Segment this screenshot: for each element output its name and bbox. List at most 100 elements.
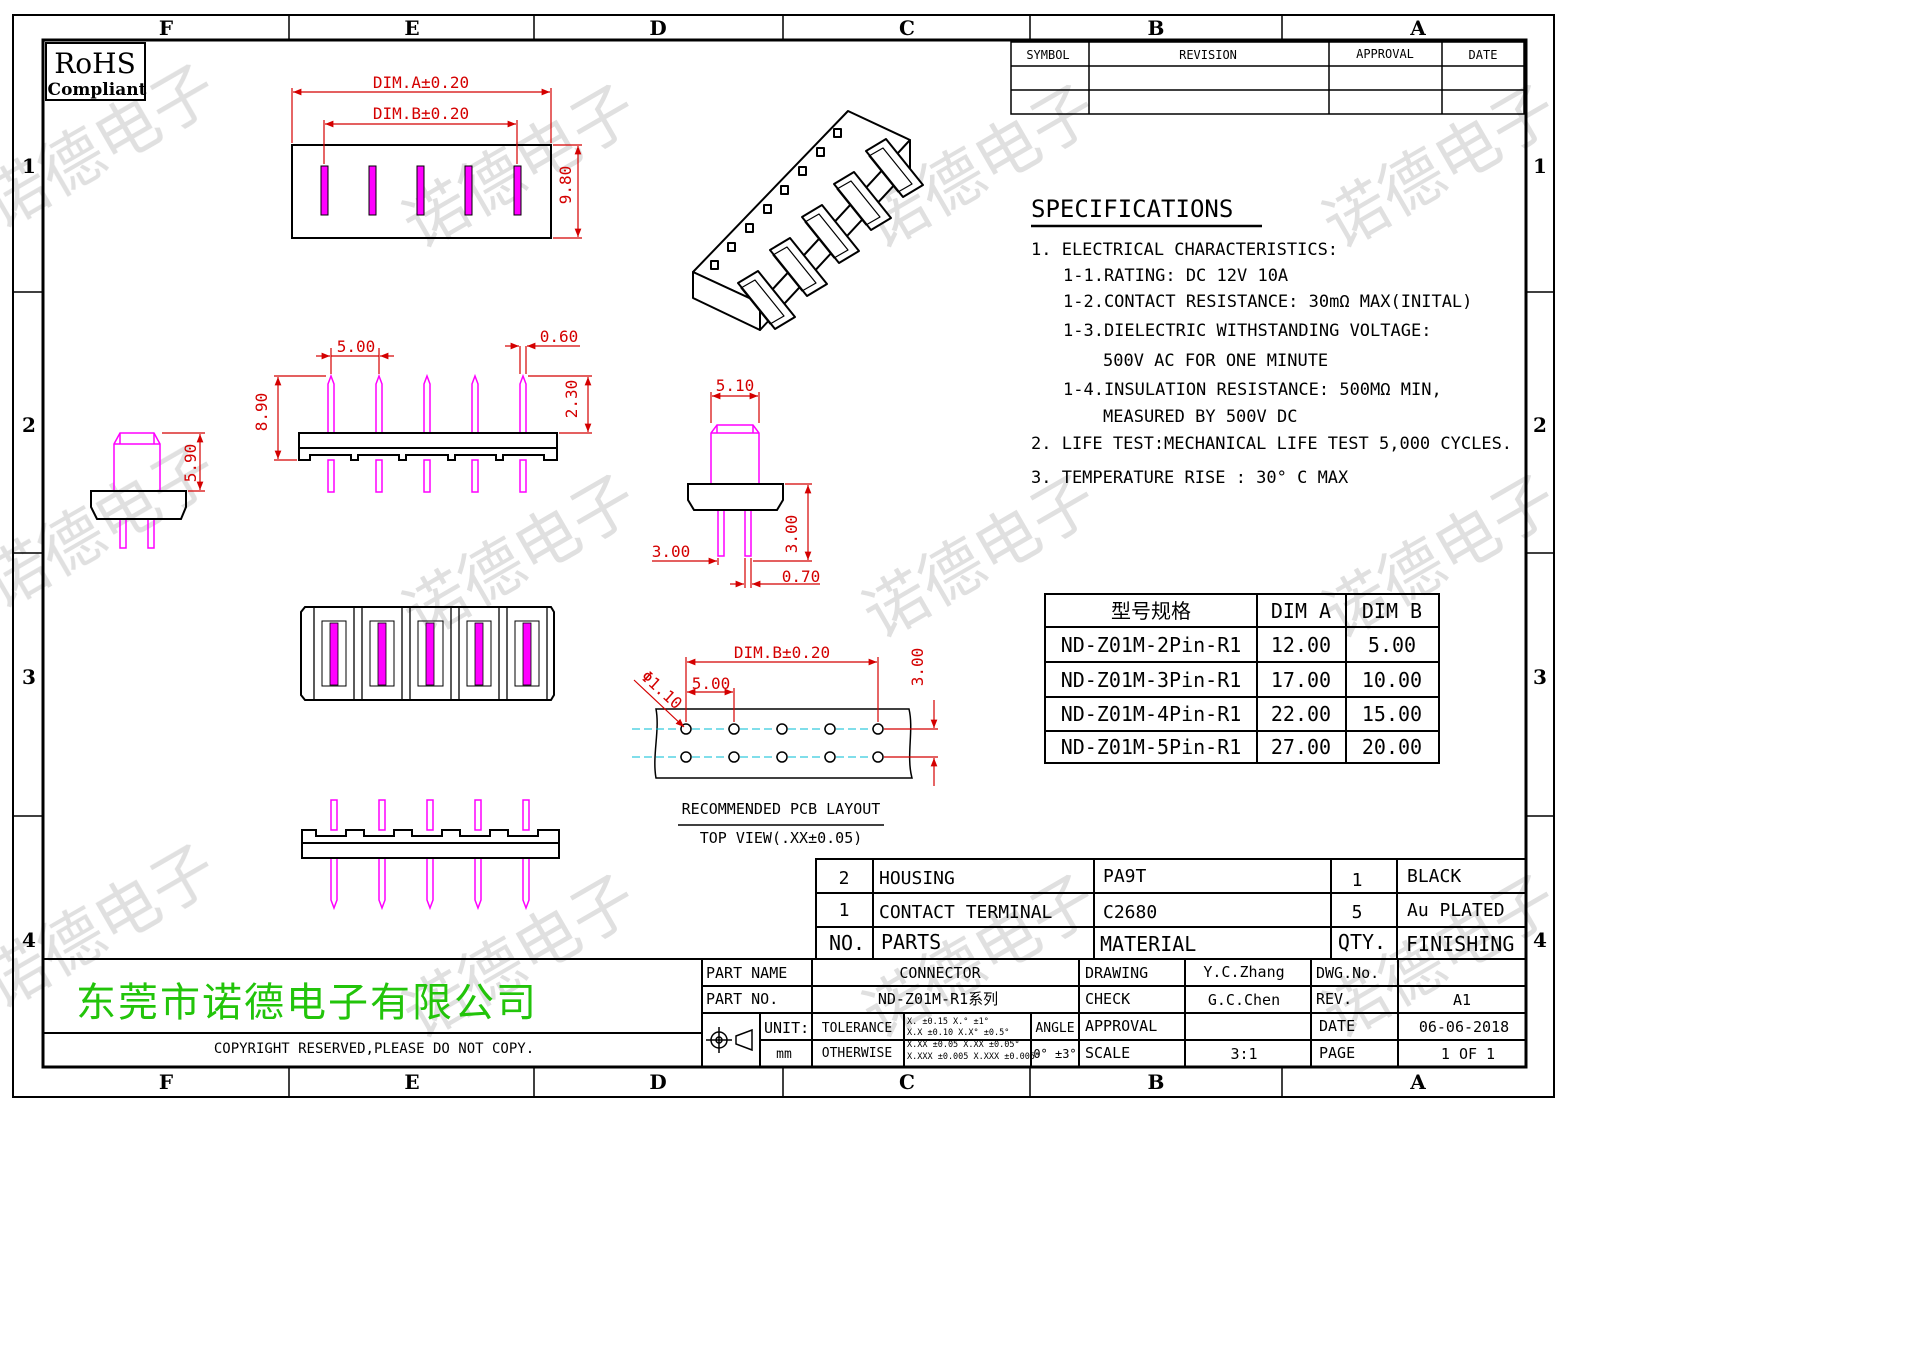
check-by: G.C.Chen — [1208, 991, 1280, 1009]
specifications-title: SPECIFICATIONS — [1031, 195, 1233, 223]
pcb-pitch-label: 5.00 — [692, 674, 731, 693]
rohs-subtitle: Compliant — [48, 80, 147, 100]
model-cell: 22.00 — [1271, 702, 1331, 726]
rev-value: A1 — [1453, 991, 1471, 1009]
dim-5-90-label: 5.90 — [181, 444, 200, 483]
scale-value: 3:1 — [1230, 1045, 1257, 1063]
bom-cell: PA9T — [1103, 866, 1147, 887]
bom-cell: 1 — [1352, 870, 1363, 891]
date-value: 06-06-2018 — [1419, 1018, 1509, 1036]
bom-header: NO. — [829, 931, 865, 955]
dim-0-70-label: 0.70 — [782, 567, 821, 586]
lower-pin-view — [301, 799, 560, 911]
isometric-view — [692, 110, 924, 331]
pcb-caption-subtitle: TOP VIEW(.XX±0.05) — [700, 829, 863, 847]
bom-cell: CONTACT TERMINAL — [879, 902, 1053, 923]
pcb-layout: DIM.B±0.20 5.00 Φ1.10 3.00 RECOMMENDED P… — [632, 643, 938, 847]
spec-line: 1-4.INSULATION RESISTANCE: 500MΩ MIN, — [1063, 380, 1442, 400]
spec-line: 1-3.DIELECTRIC WITHSTANDING VOLTAGE: — [1063, 321, 1431, 341]
bom-header: QTY. — [1338, 930, 1386, 954]
angle-value: 0° ±3° — [1033, 1047, 1076, 1061]
zone-col-label: D — [649, 16, 666, 40]
zone-col-label: C — [899, 1070, 915, 1094]
revision-header: REVISION — [1179, 48, 1237, 62]
part-name-label: PART NAME — [706, 964, 787, 982]
title-block: PART NAME CONNECTOR PART NO. ND-Z01M-R1系… — [43, 958, 1526, 1067]
left-side-view: 5.90 — [90, 432, 205, 549]
front-view-top: DIM.A±0.20 DIM.B±0.20 9.80 — [291, 73, 582, 239]
dim-height-label: 9.80 — [556, 166, 575, 205]
drawing-by: Y.C.Zhang — [1203, 963, 1284, 981]
front-pin-view: 5.00 0.60 8.90 2.30 — [252, 327, 592, 493]
bom-cell: 5 — [1352, 902, 1363, 923]
dim-8-90-label: 8.90 — [252, 393, 271, 432]
pcb-caption-title: RECOMMENDED PCB LAYOUT — [682, 800, 881, 818]
model-header: 型号规格 — [1111, 599, 1191, 623]
tolerance-line: X.XXX ±0.005 X.XXX ±0.005° — [907, 1052, 1040, 1062]
bom-cell: 2 — [839, 868, 850, 889]
spec-line: 2. LIFE TEST:MECHANICAL LIFE TEST 5,000 … — [1031, 434, 1512, 454]
zone-row-label: 4 — [1533, 928, 1547, 952]
model-header: DIM A — [1271, 599, 1331, 623]
model-cell: 10.00 — [1362, 668, 1422, 692]
zone-col-label: A — [1409, 1070, 1426, 1094]
bom-header: FINISHING — [1406, 932, 1514, 956]
spec-line: 1-1.RATING: DC 12V 10A — [1063, 266, 1288, 286]
zone-col-label: F — [159, 1070, 173, 1094]
zone-labels: F E D C B A F E D C B A 1 2 3 4 1 2 3 4 — [22, 16, 1547, 1094]
pcb-3-00-label: 3.00 — [908, 648, 927, 687]
tolerance-line: X. ±0.15 X.° ±1° — [907, 1017, 989, 1027]
model-cell: 17.00 — [1271, 668, 1331, 692]
zone-row-label: 2 — [22, 413, 36, 437]
date-label: DATE — [1319, 1017, 1355, 1035]
dim-a-label: DIM.A±0.20 — [373, 73, 469, 92]
revision-header: SYMBOL — [1026, 48, 1069, 62]
revision-header: DATE — [1469, 48, 1498, 62]
model-cell: ND-Z01M-3Pin-R1 — [1061, 668, 1242, 692]
zone-row-label: 3 — [22, 665, 36, 689]
spec-line: 1. ELECTRICAL CHARACTERISTICS: — [1031, 240, 1338, 260]
pcb-dim-b-label: DIM.B±0.20 — [734, 643, 830, 662]
specifications-block: SPECIFICATIONS 1. ELECTRICAL CHARACTERIS… — [1031, 195, 1512, 488]
model-cell: 20.00 — [1362, 735, 1422, 759]
projection-symbol-icon — [706, 1027, 753, 1053]
dim-2-30-label: 2.30 — [562, 380, 581, 419]
bom-header: PARTS — [881, 930, 941, 954]
dim-3-00-left-label: 3.00 — [652, 542, 691, 561]
part-no-label: PART NO. — [706, 990, 778, 1008]
revision-table: SYMBOL REVISION APPROVAL DATE — [1010, 41, 1525, 115]
model-cell: 27.00 — [1271, 735, 1331, 759]
zone-row-label: 1 — [22, 154, 36, 178]
sheet-border — [12, 14, 1555, 1098]
drawing-label: DRAWING — [1085, 964, 1148, 982]
angle-label: ANGLE — [1035, 1021, 1074, 1036]
tolerance-label: TOLERANCE — [822, 1021, 892, 1036]
spec-line: MEASURED BY 500V DC — [1103, 407, 1297, 427]
dim-b-label: DIM.B±0.20 — [373, 104, 469, 123]
spec-line: 500V AC FOR ONE MINUTE — [1103, 351, 1328, 371]
unit-label: UNIT: — [764, 1019, 809, 1037]
dwg-no-label: DWG.No. — [1316, 964, 1379, 982]
model-cell: 12.00 — [1271, 633, 1331, 657]
zone-col-label: C — [899, 16, 915, 40]
bom-table: 2 HOUSING PA9T 1 BLACK 1 CONTACT TERMINA… — [815, 858, 1527, 960]
rohs-title: RoHS — [54, 47, 136, 80]
zone-row-label: 4 — [22, 928, 36, 952]
rohs-badge: RoHS Compliant — [45, 42, 147, 101]
model-table: 型号规格 DIM A DIM B ND-Z01M-2Pin-R1 12.00 5… — [1044, 593, 1440, 764]
model-header: DIM B — [1362, 599, 1422, 623]
zone-col-label: A — [1409, 16, 1426, 40]
bom-cell: Au PLATED — [1407, 900, 1505, 921]
unit-value: mm — [776, 1047, 792, 1062]
zone-col-label: F — [159, 16, 173, 40]
zone-row-label: 1 — [1533, 154, 1547, 178]
bom-cell: HOUSING — [879, 868, 955, 889]
spec-line: 3. TEMPERATURE RISE : 30° C MAX — [1031, 468, 1349, 488]
bom-cell: C2680 — [1103, 902, 1157, 923]
zone-row-label: 2 — [1533, 413, 1547, 437]
zone-col-label: B — [1148, 16, 1165, 40]
model-cell: 15.00 — [1362, 702, 1422, 726]
check-label: CHECK — [1085, 990, 1130, 1008]
dim-pitch-label: 5.00 — [337, 337, 376, 356]
bom-header: MATERIAL — [1100, 932, 1196, 956]
